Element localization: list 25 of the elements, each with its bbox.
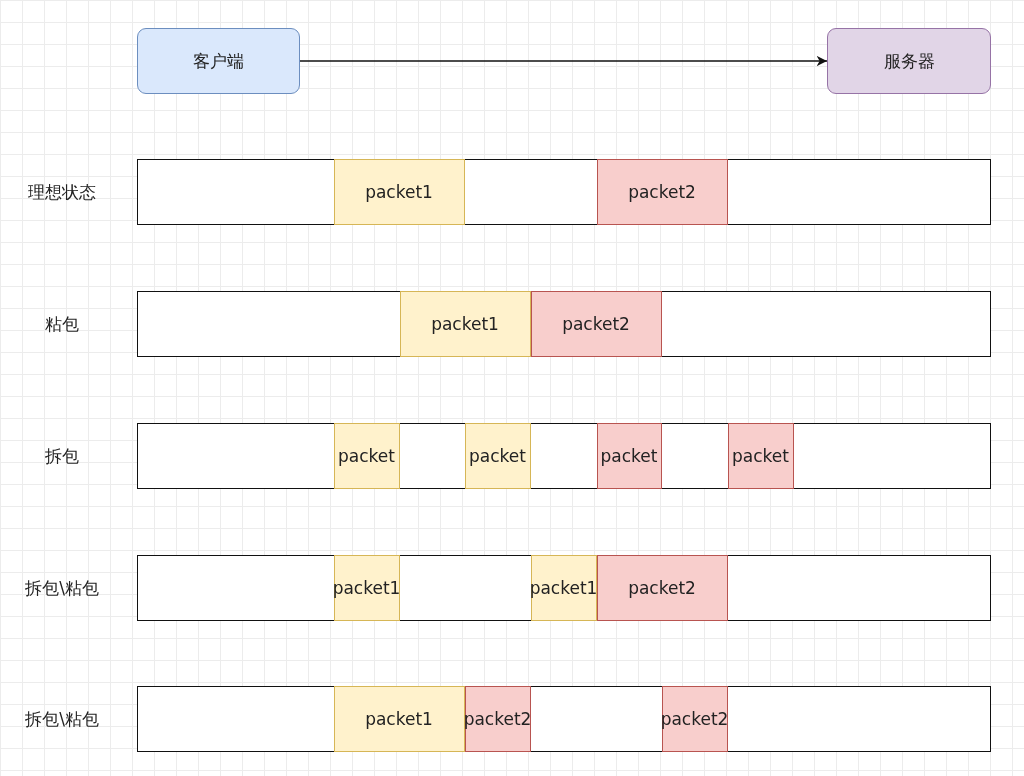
row-label: 拆包 [45,444,79,468]
packet-block: packet1 [333,685,465,752]
packet-stream-bar [137,555,991,621]
row-label: 拆包\粘包 [25,576,99,600]
packet-block: packet2 [596,158,728,225]
server-box: 服务器 [827,28,991,94]
row-label: 粘包 [45,312,79,336]
arrow [299,55,828,67]
packet-block: packet [464,422,531,489]
packet-block: packet1 [333,554,400,621]
row-label: 理想状态 [28,180,96,204]
packet-block: packet [596,422,662,489]
row-label: 拆包\粘包 [25,707,99,731]
packet-stream-bar [137,159,991,225]
packet-block: packet [333,422,400,489]
packet-stream-bar [137,686,991,752]
packet-block: packet [727,422,794,489]
packet-block: packet1 [333,158,465,225]
client-box: 客户端 [137,28,300,94]
packet-stream-bar [137,291,991,357]
packet-block: packet1 [399,290,531,357]
packet-stream-bar [137,423,991,489]
packet-block: packet2 [596,554,728,621]
packet-block: packet1 [530,554,597,621]
packet-block: packet2 [530,290,662,357]
